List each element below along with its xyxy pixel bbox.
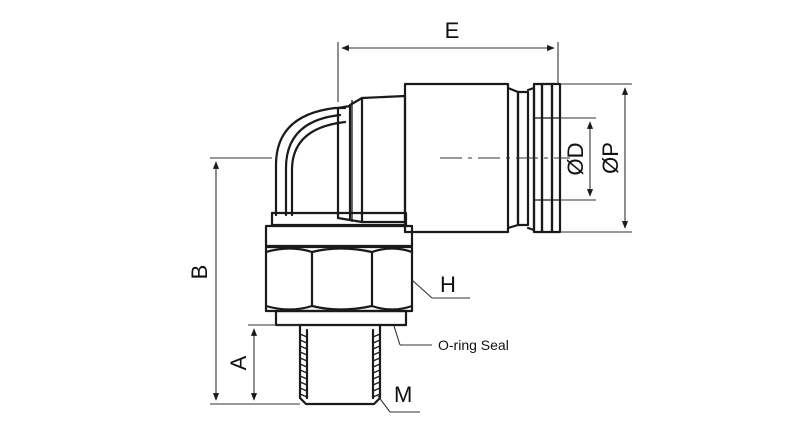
thread-mark (372, 363, 381, 368)
thread-mark (372, 333, 381, 338)
thread-mark (299, 387, 308, 392)
dimension-d: ØD (560, 117, 596, 201)
thread-mark (372, 369, 381, 374)
thread-mark (299, 339, 308, 344)
label-oring: O-ring Seal (438, 337, 509, 353)
thread-mark (372, 393, 381, 398)
label-e: E (445, 18, 460, 43)
thread-mark (299, 333, 308, 338)
thread-mark (299, 357, 308, 362)
dimension-b: B (187, 157, 300, 405)
label-a: A (226, 355, 251, 370)
dimension-e: E (337, 18, 559, 102)
dimension-p: ØP (560, 83, 632, 233)
thread-mark (299, 351, 308, 356)
thread-mark (372, 339, 381, 344)
thread-mark (299, 369, 308, 374)
hex-nut (264, 245, 414, 327)
label-h: H (440, 272, 456, 297)
thread-mark (372, 387, 381, 392)
label-m: M (394, 382, 412, 407)
thread-end (298, 323, 382, 406)
label-b: B (187, 265, 212, 280)
thread-mark (299, 345, 308, 350)
thread-mark (372, 357, 381, 362)
leader-oring: O-ring Seal (393, 325, 509, 353)
leader-h: H (411, 272, 470, 299)
elbow-body (274, 106, 347, 217)
dimension-a: A (226, 324, 300, 401)
thread-mark (299, 381, 308, 386)
thread-mark (299, 393, 308, 398)
label-p: ØP (598, 142, 623, 174)
thread-mark (299, 363, 308, 368)
label-d: ØD (563, 143, 588, 176)
thread-mark (372, 345, 381, 350)
thread-mark (372, 351, 381, 356)
elbow-nut (336, 94, 407, 224)
thread-mark (372, 375, 381, 380)
thread-mark (372, 381, 381, 386)
leader-m: M (377, 382, 420, 413)
thread-mark (299, 375, 308, 380)
